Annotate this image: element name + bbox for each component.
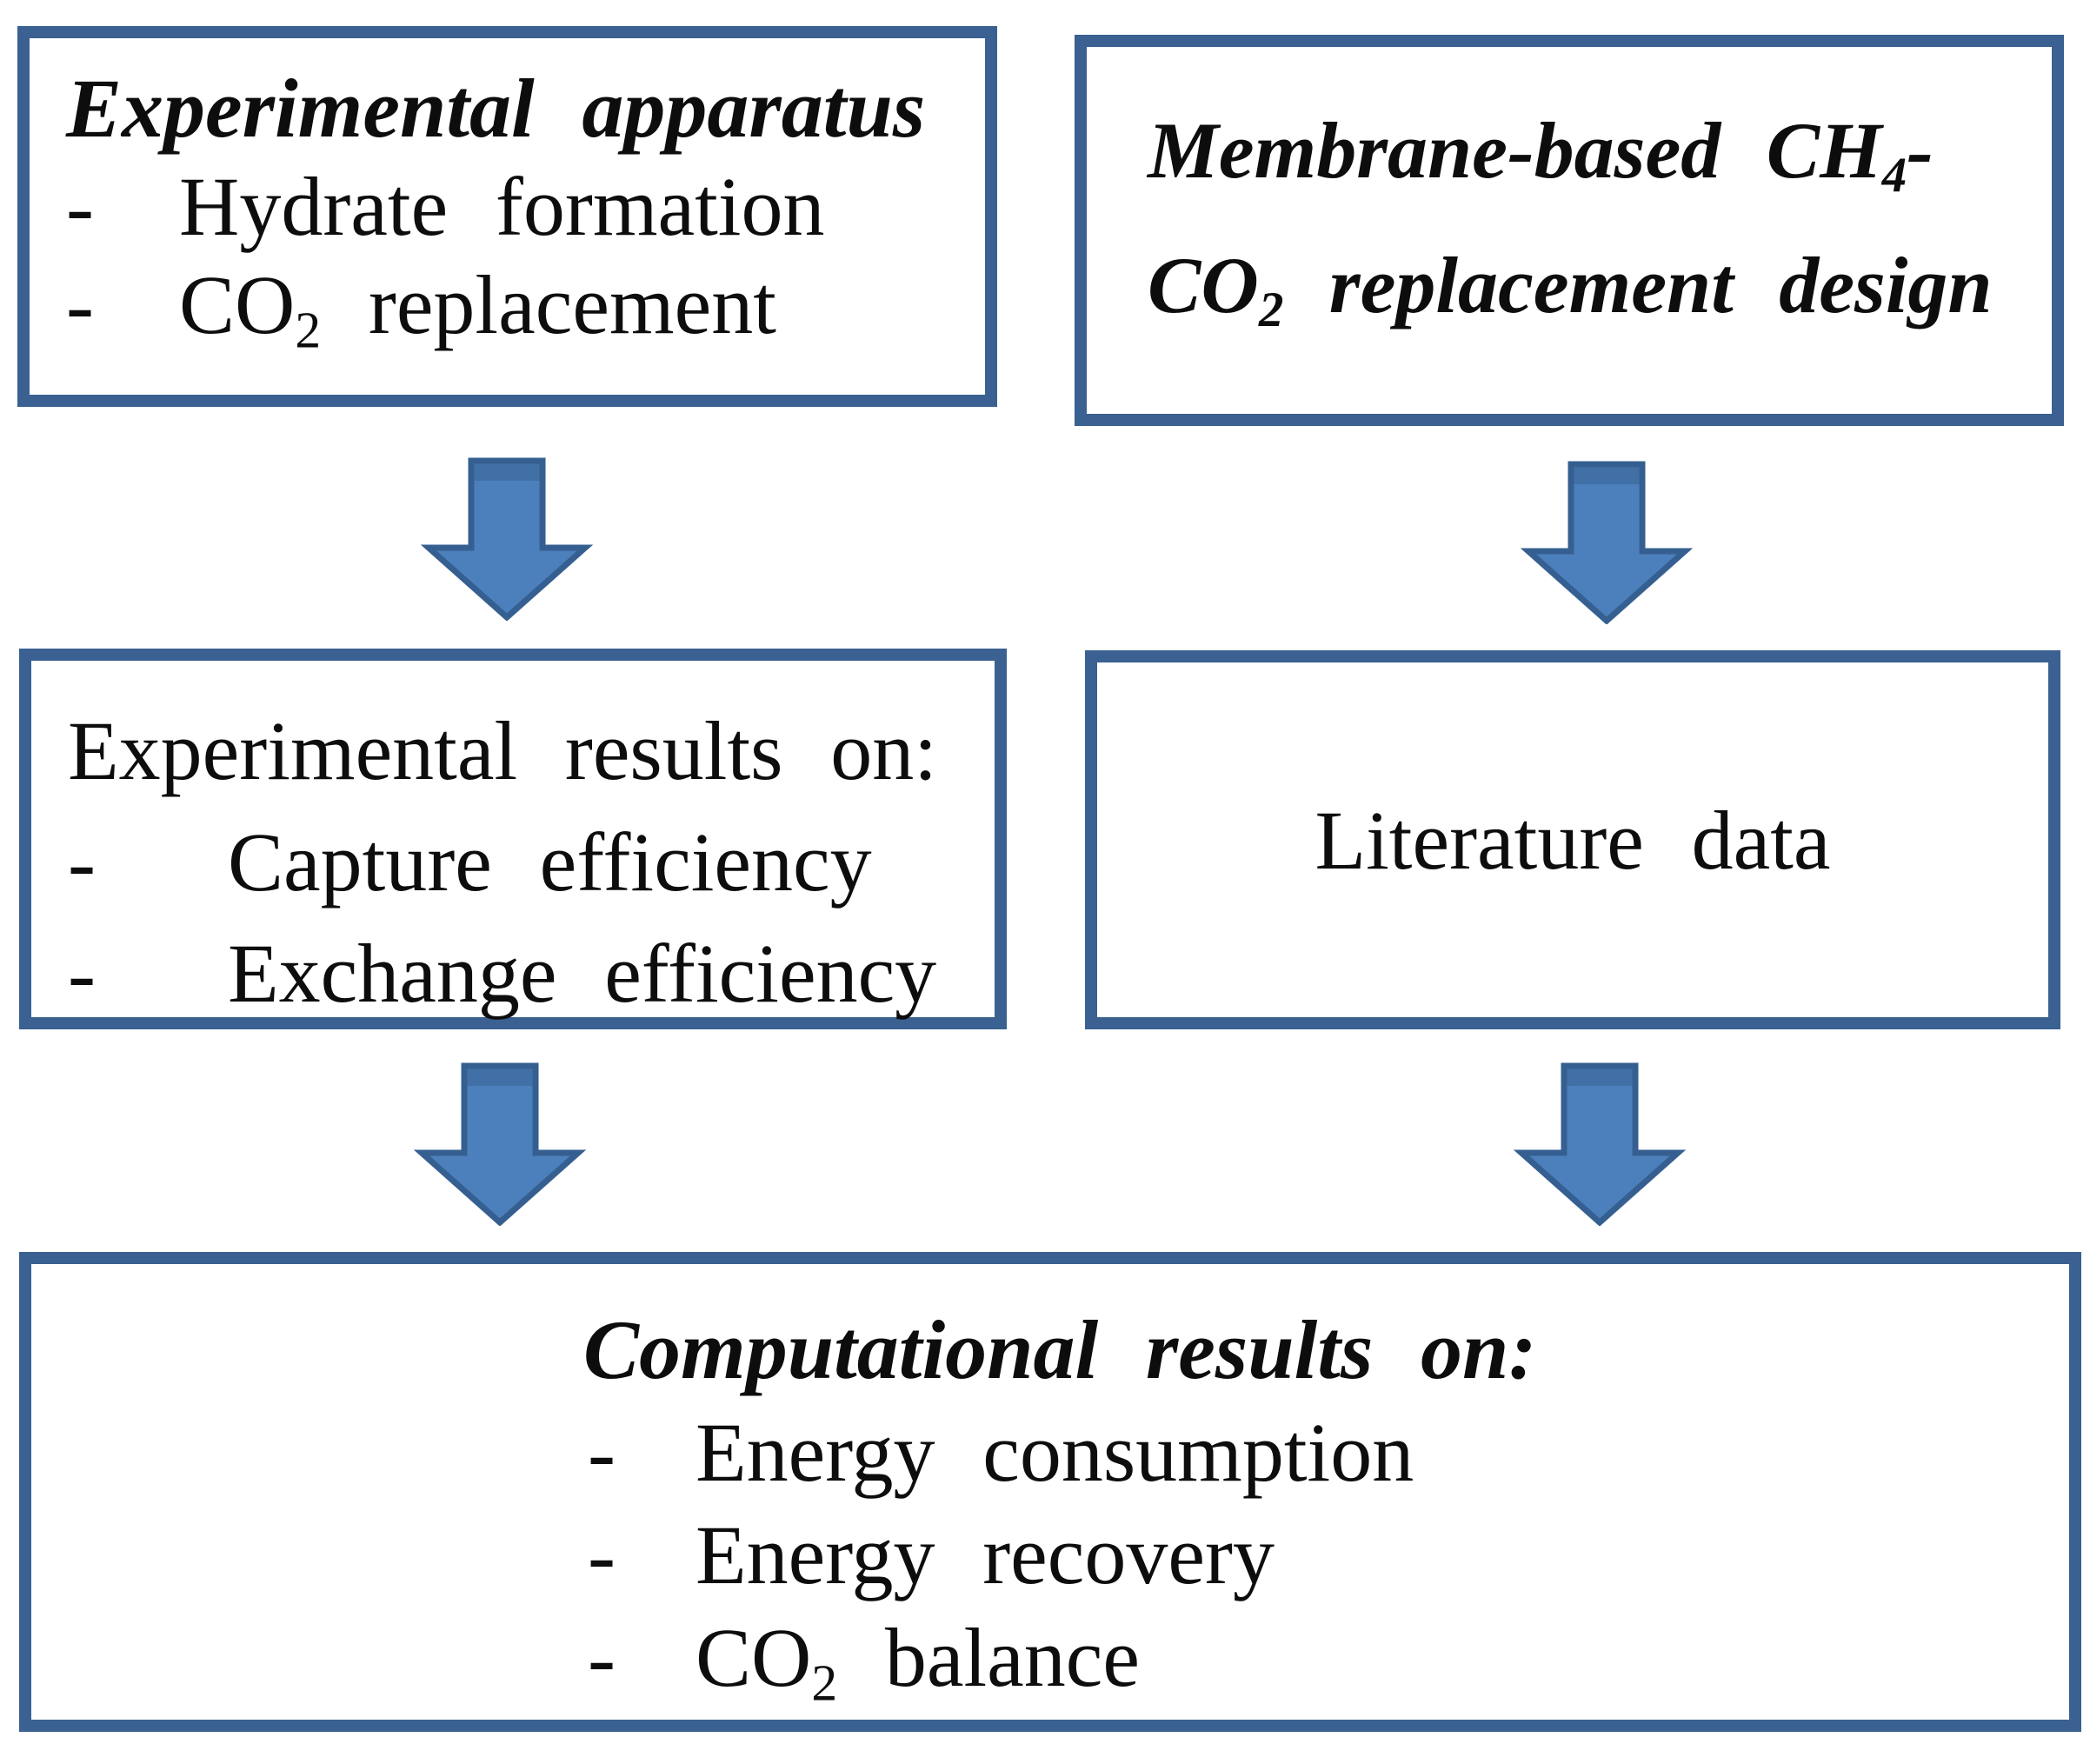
text-segment: replacement	[321, 258, 776, 351]
text-segment: Exchange efficiency	[228, 927, 937, 1020]
bullet-item: -Energy recovery	[583, 1504, 2059, 1607]
box-experimental-results: Experimental results on: - Capture effici…	[19, 649, 1007, 1029]
box-experimental-apparatus: Experimental apparatus -Hydrate formatio…	[17, 26, 997, 407]
bullet-text: CO2 replacement	[179, 256, 776, 380]
text-segment: CO	[1148, 241, 1259, 330]
subscript: 4	[1881, 148, 1907, 203]
text-segment: Membrane-based CH	[1148, 106, 1882, 196]
bullet-marker: -	[588, 1508, 616, 1601]
text-segment: balance	[837, 1611, 1140, 1704]
box-membrane-design: Membrane-based CH4- CO2 replacement desi…	[1075, 35, 2064, 426]
bullet-list: -Hydrate formation-CO2 replacement	[66, 157, 975, 380]
bullet-item: - Capture efficiency	[68, 807, 984, 918]
box-title-line: Membrane-based CH4-	[1148, 96, 2034, 230]
bullet-list: -Energy consumption-Energy recovery-CO2 …	[583, 1401, 2059, 1734]
down-arrow-icon	[413, 1062, 587, 1226]
bullet-text: Hydrate formation	[179, 157, 824, 256]
bullet-item: -Energy consumption	[583, 1401, 2059, 1504]
text-segment: -	[1907, 106, 1934, 196]
subscript: 2	[811, 1654, 838, 1712]
bullet-item: -CO2 replacement	[66, 256, 975, 380]
bullet-item: -Hydrate formation	[66, 157, 975, 256]
bullet-text: Exchange efficiency	[228, 918, 936, 1029]
text-segment: Energy consumption	[696, 1406, 1414, 1499]
bullet-marker: -	[68, 815, 96, 909]
text-segment: Hydrate formation	[179, 160, 825, 253]
box-title: Experimental results on:	[68, 704, 937, 797]
bullet-marker: -	[66, 258, 94, 351]
box-computational-results: Computational results on: -Energy consum…	[19, 1252, 2081, 1732]
bullet-marker: -	[588, 1611, 616, 1704]
text-segment: Energy recovery	[696, 1508, 1275, 1601]
box-title-line: CO2 replacement design	[1148, 230, 2034, 365]
bullet-item: -CO2 balance	[583, 1607, 2059, 1734]
down-arrow-icon	[420, 457, 594, 621]
bullet-marker: -	[588, 1406, 616, 1499]
text-segment: replacement design	[1283, 241, 1993, 330]
text-segment: CO	[179, 258, 296, 351]
box-label: Literature data	[1315, 793, 1831, 887]
bullet-item: - Exchange efficiency	[68, 918, 984, 1029]
down-arrow-icon	[1520, 461, 1694, 624]
bullet-list: - Capture efficiency - Exchange efficiency	[68, 807, 984, 1029]
bullet-text: CO2 balance	[696, 1607, 1140, 1734]
text-segment: Capture efficiency	[228, 815, 872, 909]
bullet-marker: -	[66, 160, 94, 253]
box-literature-data: Literature data	[1085, 650, 2060, 1029]
subscript: 2	[295, 301, 322, 359]
text-segment: CO	[696, 1611, 812, 1704]
box-title: Computational results on:	[583, 1303, 1537, 1396]
bullet-text: Energy recovery	[696, 1504, 1275, 1607]
box-title: Experimental apparatus	[66, 62, 926, 155]
bullet-text: Capture efficiency	[228, 807, 872, 918]
down-arrow-icon	[1513, 1062, 1687, 1226]
bullet-marker: -	[68, 927, 96, 1020]
bullet-text: Energy consumption	[696, 1401, 1414, 1504]
subscript: 2	[1258, 282, 1284, 337]
